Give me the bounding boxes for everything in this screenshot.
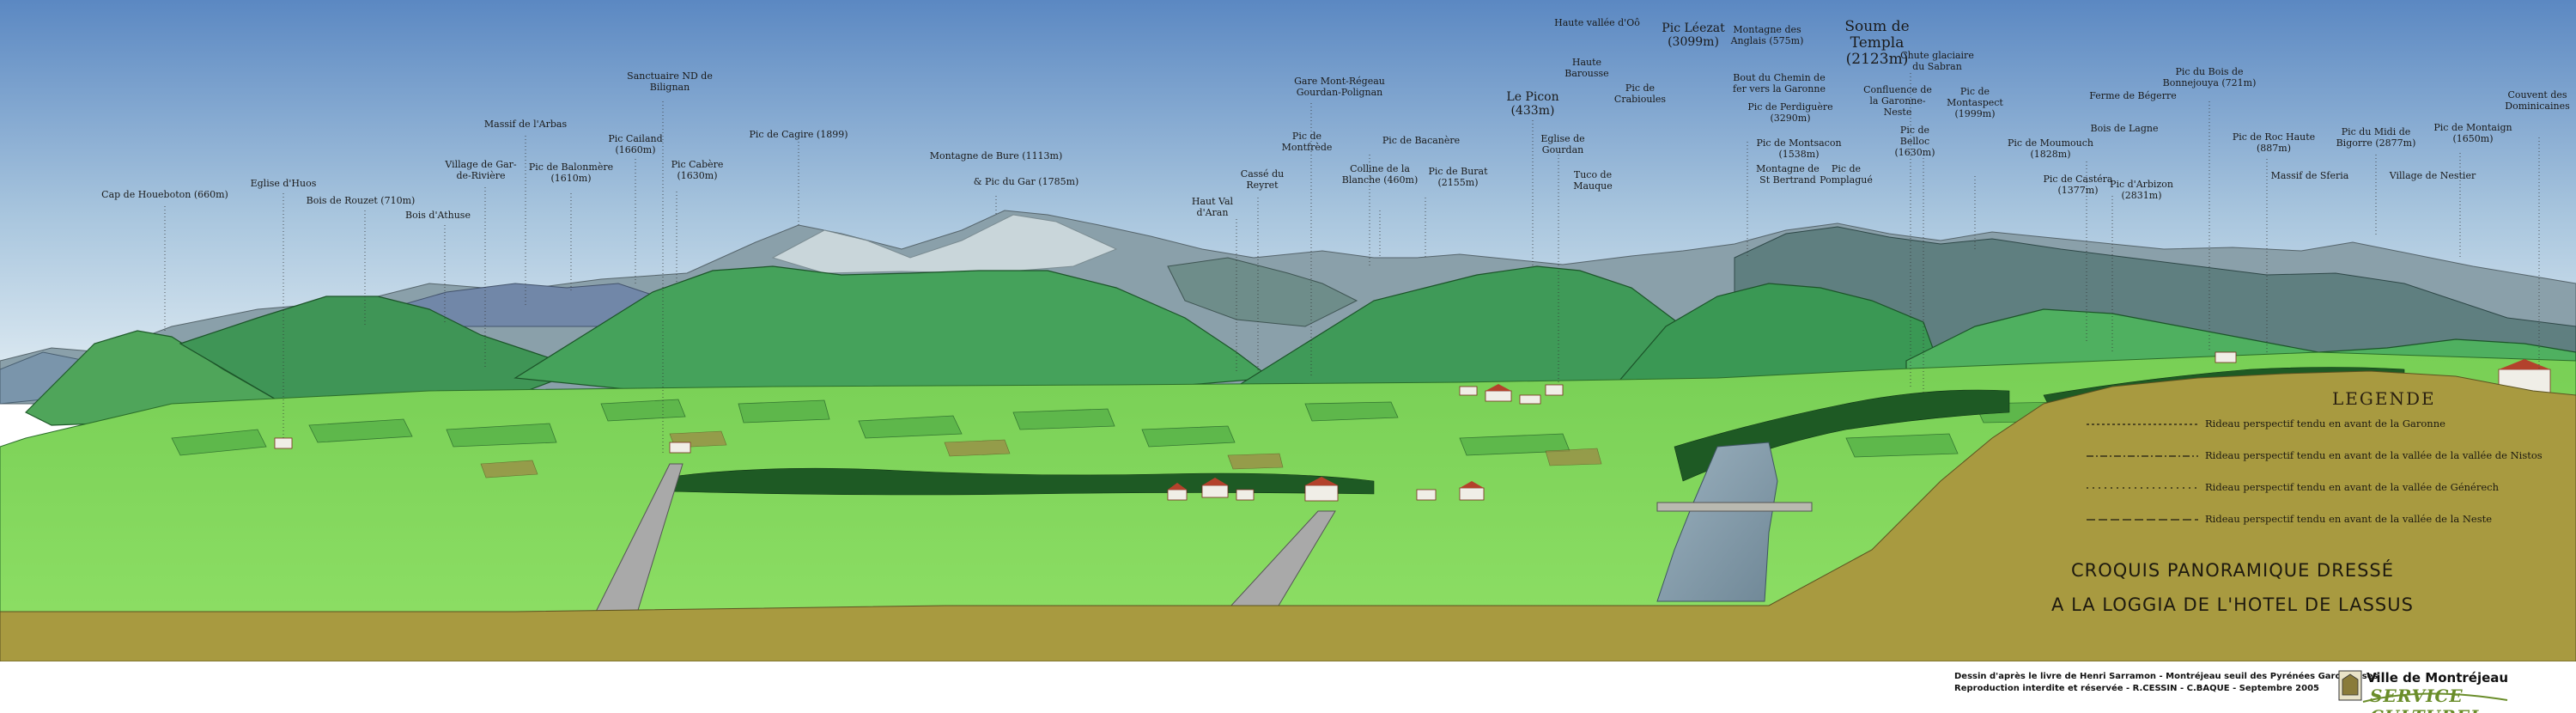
label-massif-sferia: Massif de Sferia xyxy=(2270,170,2349,181)
label-pic-crabioules: Pic de Crabioules xyxy=(1613,82,1667,105)
label-massif-arbas: Massif de l'Arbas xyxy=(483,119,568,130)
label-haute-barousse: Haute Barousse xyxy=(1564,57,1609,79)
label-pic-de-burat: Pic de Burat (2155m) xyxy=(1428,166,1488,188)
label-haute-vallee-oo: Haute vallée d'Oô xyxy=(1554,17,1640,28)
label-bout-du-chemin-de-fer: Bout du Chemin de fer vers la Garonne xyxy=(1733,72,1826,94)
label-pic-roc-haute: Pic de Roc Haute (887m) xyxy=(2232,131,2316,154)
label-pic-cailand: Pic Cailand (1660m) xyxy=(608,133,663,155)
village-houses xyxy=(274,351,2551,502)
label-pic-moumouch: Pic de Moumouch (1828m) xyxy=(2008,137,2093,160)
label-pic-montaspect: Pic de Montaspect (1999m) xyxy=(1947,86,2003,119)
label-eglise-gourdan: Eglise de Gourdan xyxy=(1540,133,1585,155)
label-pic-perdiguere: Pic de Perdiguère (3290m) xyxy=(1747,101,1833,124)
legend-row-nistos: Rideau perspectif tendu en avant de la v… xyxy=(2205,449,2543,461)
label-pic-castera: Pic de Castéra (1377m) xyxy=(2043,174,2113,196)
label-leaders xyxy=(164,73,2540,455)
label-village-gar-de-riviere: Village de Gar-de-Rivière xyxy=(445,159,517,181)
label-bois-de-rouzet: Bois de Rouzet (710m) xyxy=(306,195,416,206)
label-soum-de-templa: Soum de Templa (2123m) xyxy=(1844,18,1910,68)
label-montagne-st-bertrand: Montagne de St Bertrand xyxy=(1756,163,1820,186)
legend-lines xyxy=(2087,424,2198,521)
credit-line-1: Dessin d'après le livre de Henri Sarramo… xyxy=(1954,672,2379,681)
label-confluence: Confluence de la Garonne-Neste xyxy=(1863,84,1932,118)
label-casse-du-reyret: Cassé du Reyret xyxy=(1240,168,1285,191)
label-gare-mont-regeau: Gare Mont-Régeau Gourdan-Polignan xyxy=(1294,76,1385,98)
label-pic-arbizon: Pic d'Arbizon (2831m) xyxy=(2110,179,2173,201)
label-cap-de-houeboton: Cap de Houeboton (660m) xyxy=(101,189,228,200)
label-pic-cabere: Pic Cabère (1630m) xyxy=(671,159,724,181)
caption-line-1: CROQUIS PANORAMIQUE DRESSÉ xyxy=(2070,560,2395,581)
label-pic-de-belloc: Pic de Belloc (1630m) xyxy=(1894,125,1935,158)
snow-ridge xyxy=(771,214,1118,274)
village-roofs xyxy=(1168,359,2550,490)
right-dark-massif xyxy=(1734,226,2576,379)
river-garonne xyxy=(1656,442,1778,602)
credit-line-2: Reproduction interdite et réservée - R.C… xyxy=(1954,684,2320,693)
label-haut-val-aran: Haut Val d'Aran xyxy=(1191,196,1234,218)
bridge xyxy=(1656,502,1813,512)
label-pic-bacanere: Pic de Bacanère xyxy=(1382,135,1461,146)
label-pic-de-cagire: Pic de Cagire (1899) xyxy=(749,129,848,140)
legend-row-neste: Rideau perspectif tendu en avant de la v… xyxy=(2205,513,2493,525)
label-pic-du-gar: & Pic du Gar (1785m) xyxy=(973,176,1079,187)
label-pic-balonmere: Pic de Balonmère (1610m) xyxy=(528,161,614,184)
label-village-nestier: Village de Nestier xyxy=(2389,170,2476,181)
label-chute-glaciaire: Chute glaciaire du Sabran xyxy=(1900,50,1974,72)
field-patches-brown xyxy=(480,430,1602,478)
footer xyxy=(0,661,2576,713)
blue-ridge-center xyxy=(385,283,671,327)
label-montagne-des-anglais: Montagne des Anglais (575m) xyxy=(1730,24,1804,46)
label-eglise-huos: Eglise d'Huos xyxy=(250,178,317,189)
label-pic-bois-bonnejouya: Pic du Bois de Bonnejouya (721m) xyxy=(2162,66,2257,88)
label-montagne-de-bure: Montagne de Bure (1113m) xyxy=(929,150,1063,161)
town-logo-icon xyxy=(2338,670,2508,703)
label-couvent-dominicaines: Couvent des Dominicaines xyxy=(2505,89,2570,112)
legend-title: LEGENDE xyxy=(2332,388,2436,409)
caption-line-2: A LA LOGGIA DE L'HOTEL DE LASSUS xyxy=(2051,594,2414,615)
panorama-drawing xyxy=(0,0,2576,661)
label-pic-montfrede: Pic de Montfrède xyxy=(1281,131,1333,153)
label-pic-leezat: Pic Léezat (3099m) xyxy=(1662,21,1725,49)
label-pic-midi-bigorre: Pic du Midi de Bigorre (2877m) xyxy=(2336,126,2416,149)
label-ferme-de-begerre: Ferme de Bégerre xyxy=(2089,90,2177,101)
label-sanctuaire-nd: Sanctuaire ND de Bilignan xyxy=(627,70,713,93)
logo-service-name: SERVICE CULTUREL xyxy=(2370,686,2482,713)
label-le-picon: Le Picon (433m) xyxy=(1506,90,1559,118)
label-pic-pomplague: Pic de Pomplagué xyxy=(1820,163,1873,186)
label-pic-montsacon: Pic de Montsacon (1538m) xyxy=(1756,137,1842,160)
legend-row-generech: Rideau perspectif tendu en avant de la v… xyxy=(2205,481,2499,493)
ground-cliff xyxy=(0,370,2576,661)
legend-row-garonne: Rideau perspectif tendu en avant de la G… xyxy=(2205,417,2445,430)
label-bois-athuse: Bois d'Athuse xyxy=(405,210,471,221)
field-patches xyxy=(171,399,2070,458)
logo-town-name: Ville de Montréjeau xyxy=(2366,670,2509,686)
label-pic-montaign: Pic de Montaign (1650m) xyxy=(2433,122,2512,144)
label-tuco-de-mauque: Tuco de Mauque xyxy=(1573,169,1613,192)
mid-mountains xyxy=(1167,257,1358,327)
label-colline-blanche: Colline de la Blanche (460m) xyxy=(1341,163,1419,186)
label-bois-de-lagne: Bois de Lagne xyxy=(2090,123,2159,134)
